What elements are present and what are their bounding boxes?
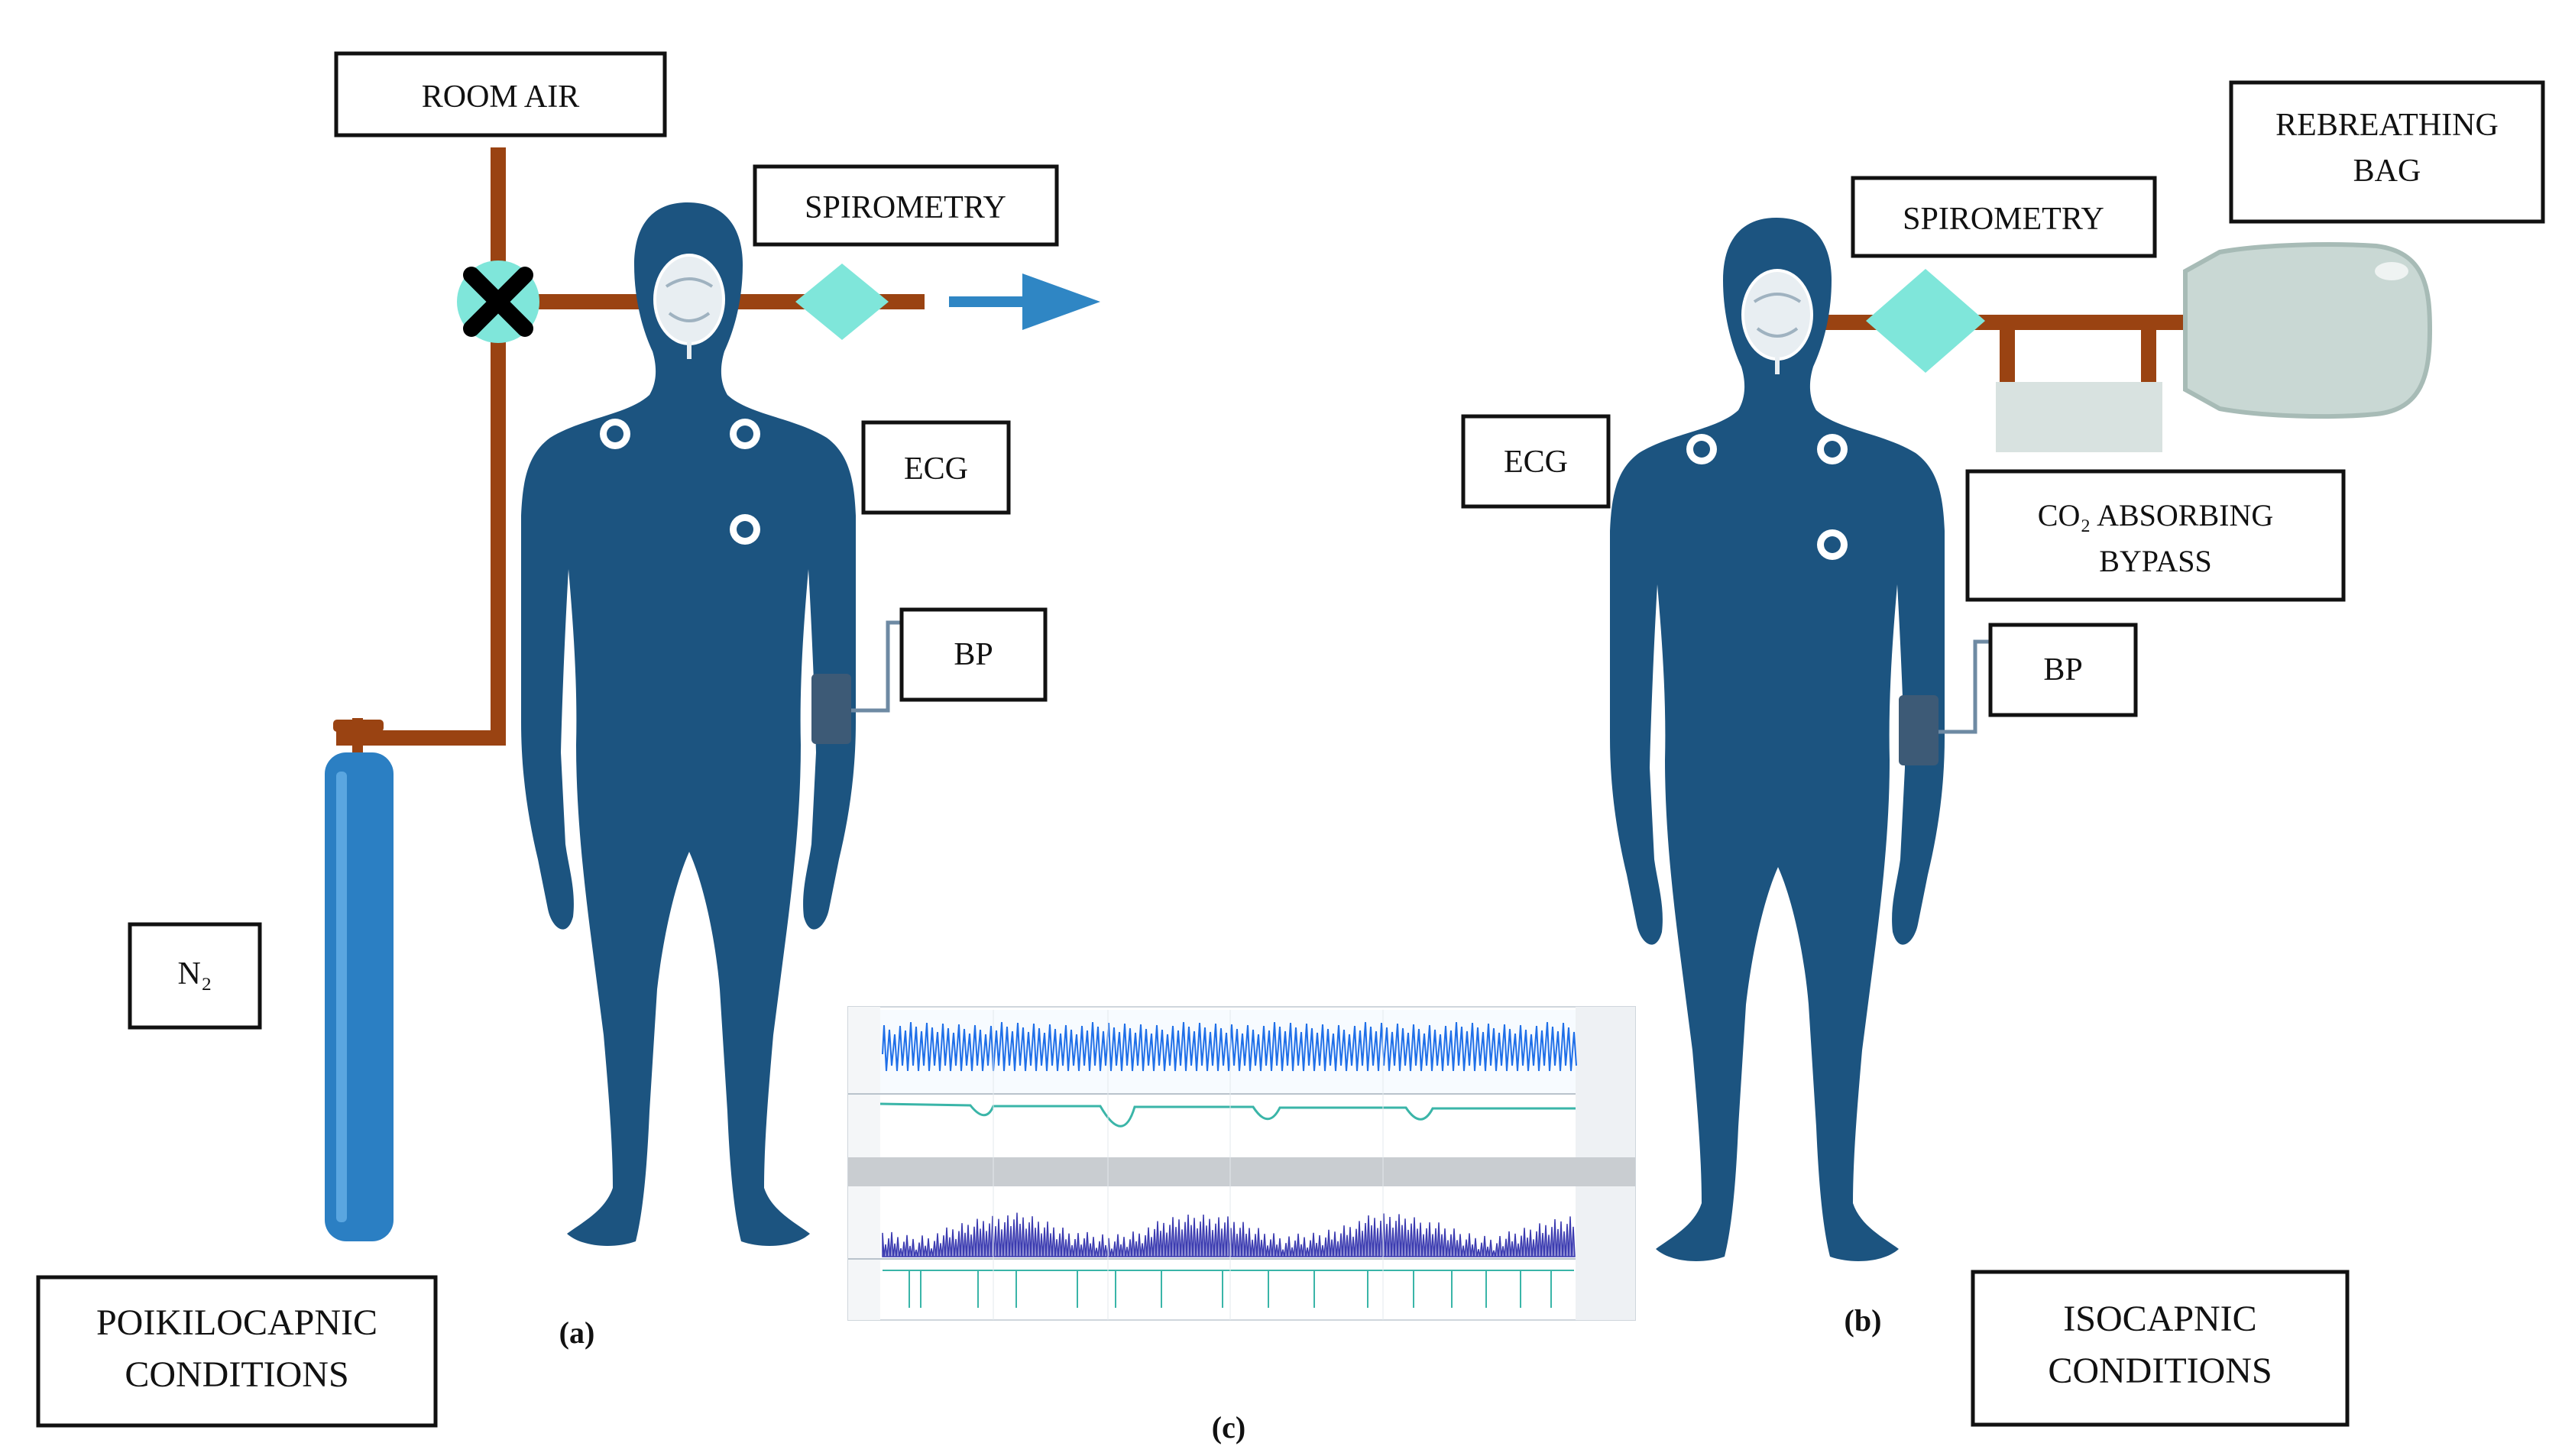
svg-text:N₂: N₂ xyxy=(178,956,212,992)
svg-text:ECG: ECG xyxy=(1504,445,1568,480)
room-air-label: ROOM AIR xyxy=(334,51,667,138)
co2-absorbing-bypass-label: CO₂ ABSORBING BYPASS xyxy=(1965,469,2346,602)
poikilocapnic-label: POIKILOCAPNIC CONDITIONS xyxy=(36,1275,438,1428)
svg-text:CO₂ ABSORBING: CO₂ ABSORBING xyxy=(2038,498,2273,532)
gas-cylinder-icon xyxy=(325,752,394,1241)
isocapnic-label: ISOCAPNIC CONDITIONS xyxy=(1971,1270,2350,1427)
svg-text:BAG: BAG xyxy=(2353,154,2421,189)
rebreathing-bag-icon xyxy=(2183,242,2433,419)
svg-text:SPIROMETRY: SPIROMETRY xyxy=(1903,202,2104,237)
recording-grid xyxy=(993,1010,1384,1320)
panel-b: REBREATHING BAG SPIROMETRY ECG CO₂ ABSOR… xyxy=(1461,80,2545,1427)
spirometry-label-a: SPIROMETRY xyxy=(753,164,1059,247)
svg-text:CONDITIONS: CONDITIONS xyxy=(2048,1351,2272,1391)
n2-label: N₂ xyxy=(128,922,262,1030)
ecg-label-b: ECG xyxy=(1461,414,1611,509)
svg-text:POIKILOCAPNIC: POIKILOCAPNIC xyxy=(96,1302,377,1343)
svg-text:BYPASS: BYPASS xyxy=(2099,544,2212,578)
face-mask-icon xyxy=(653,254,725,359)
panel-b-tag: (b) xyxy=(1845,1303,1882,1338)
svg-text:REBREATHING: REBREATHING xyxy=(2275,108,2499,143)
bp-cuff-icon xyxy=(811,620,902,744)
electrode-icon-b xyxy=(1686,434,1848,560)
rebreathing-bag-label: REBREATHING BAG xyxy=(2229,80,2545,224)
bp-label-a: BP xyxy=(899,607,1048,702)
co2-canister xyxy=(1996,382,2162,452)
trace-oxygen-saturation xyxy=(879,1102,1576,1128)
bp-label-b: BP xyxy=(1988,623,2138,717)
svg-text:CONDITIONS: CONDITIONS xyxy=(125,1354,348,1395)
bypass-pipe xyxy=(2000,322,2156,382)
spirometry-label-b: SPIROMETRY xyxy=(1851,176,2157,258)
panel-c-recording xyxy=(847,1006,1636,1321)
svg-text:BP: BP xyxy=(954,637,993,672)
recording-gap-band xyxy=(848,1157,1635,1186)
panel-a-tag: (a) xyxy=(559,1315,595,1350)
face-mask-icon-b xyxy=(1741,269,1813,374)
valve-x-icon xyxy=(457,260,539,343)
flow-arrow-icon xyxy=(949,273,1100,330)
svg-text:SPIROMETRY: SPIROMETRY xyxy=(805,190,1006,225)
trace-events xyxy=(883,1270,1574,1308)
trace-breathing xyxy=(882,1212,1576,1257)
svg-text:ECG: ECG xyxy=(904,451,968,487)
electrode-icon xyxy=(600,419,760,545)
bp-cuff-icon-b xyxy=(1899,639,1991,765)
supply-pipe xyxy=(336,147,506,746)
ecg-label-a: ECG xyxy=(861,420,1011,515)
spirometer-diamond-b xyxy=(1866,269,1985,373)
panel-a: ROOM AIR SPIROMETRY ECG BP N₂ POIKILOCAP… xyxy=(36,51,1100,1428)
panel-c-tag: (c) xyxy=(1212,1410,1245,1445)
cylinder-valve-handle xyxy=(333,720,384,732)
svg-text:ISOCAPNIC: ISOCAPNIC xyxy=(2063,1299,2256,1339)
spirometer-diamond xyxy=(795,264,889,340)
trace-blood-pressure xyxy=(880,1010,1577,1094)
svg-text:BP: BP xyxy=(2043,652,2082,688)
svg-text:ROOM AIR: ROOM AIR xyxy=(422,79,580,115)
